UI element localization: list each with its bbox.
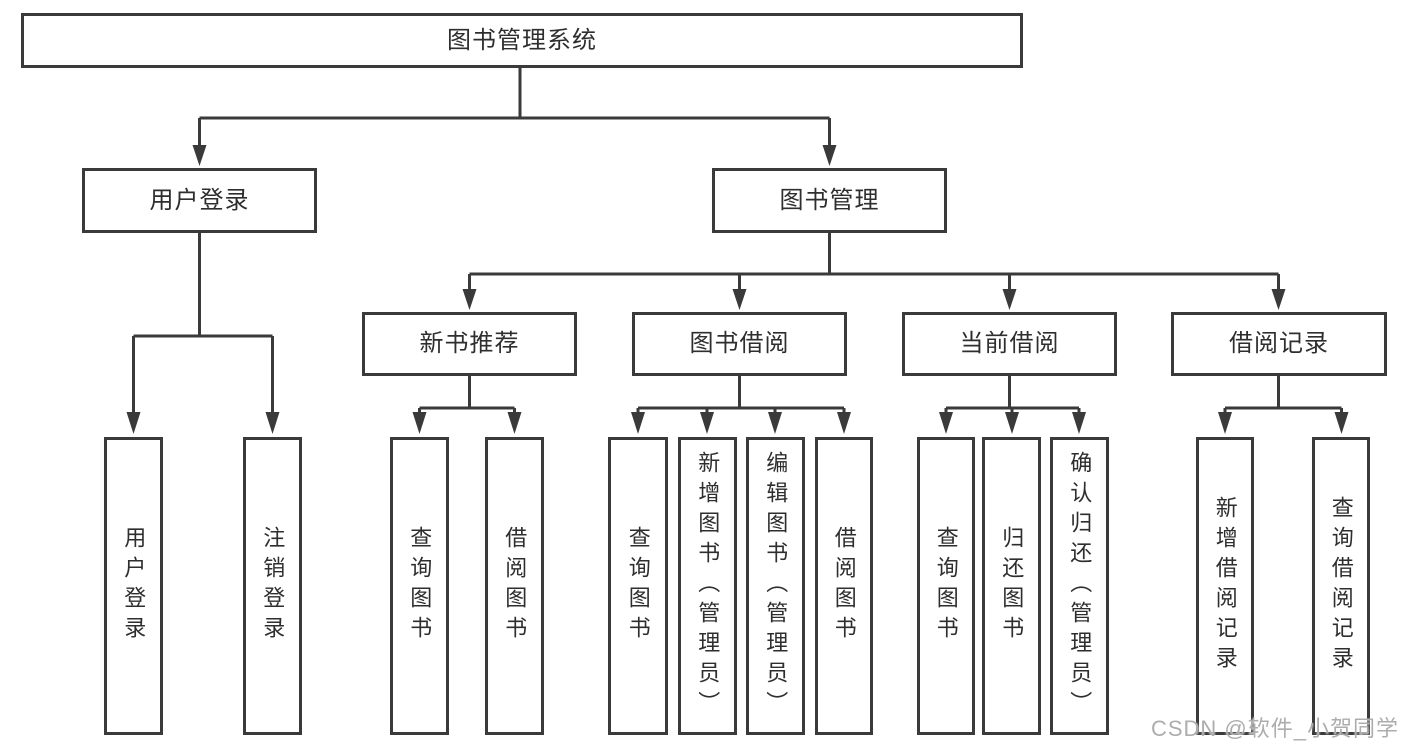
leaf-query-books-current: 查询图书 xyxy=(917,437,975,735)
arrowhead xyxy=(1218,412,1232,434)
node-user-login-module: 用户登录 xyxy=(82,168,317,233)
arrowhead xyxy=(126,412,141,434)
arrowhead xyxy=(1005,412,1019,434)
leaf-add-books-admin: 新增图书（管理员） xyxy=(678,437,737,735)
arrowhead xyxy=(732,289,747,310)
leaf-edit-books-admin: 编辑图书（管理员） xyxy=(746,437,805,735)
leaf-borrow-books-recommend: 借阅图书 xyxy=(485,437,544,735)
arrowhead xyxy=(507,412,522,434)
leaf-borrow-books: 借阅图书 xyxy=(815,437,873,735)
leaf-query-borrow-record: 查询借阅记录 xyxy=(1312,437,1370,735)
arrowhead xyxy=(939,412,953,434)
arrowhead xyxy=(1334,412,1349,434)
arrowhead xyxy=(1271,289,1286,310)
arrowhead xyxy=(462,289,477,310)
arrowhead xyxy=(1072,412,1086,434)
arrowhead xyxy=(1002,289,1017,310)
leaf-return-books: 归还图书 xyxy=(982,437,1041,735)
arrowhead xyxy=(768,412,782,434)
node-book-management-module: 图书管理 xyxy=(712,168,947,233)
node-borrowing-records: 借阅记录 xyxy=(1171,312,1387,376)
arrowhead xyxy=(265,412,280,434)
node-current-borrowing: 当前借阅 xyxy=(902,312,1117,376)
arrowhead xyxy=(412,412,427,434)
node-root-system: 图书管理系统 xyxy=(21,13,1023,68)
leaf-add-borrow-record: 新增借阅记录 xyxy=(1196,437,1254,735)
leaf-query-books-borrowing: 查询图书 xyxy=(608,437,668,735)
leaf-logout: 注销登录 xyxy=(243,437,302,735)
node-new-book-recommendation: 新书推荐 xyxy=(362,312,577,376)
arrowhead xyxy=(837,412,851,434)
node-book-borrowing: 图书借阅 xyxy=(632,312,847,376)
csdn-watermark: CSDN @软件_小贺同学 xyxy=(1150,716,1399,741)
arrowhead xyxy=(192,145,207,166)
leaf-confirm-return-admin: 确认归还（管理员） xyxy=(1050,437,1109,735)
arrowhead xyxy=(700,412,714,434)
arrowhead xyxy=(631,412,645,434)
arrowhead xyxy=(822,145,837,166)
leaf-user-login: 用户登录 xyxy=(104,437,163,735)
leaf-query-books-recommend: 查询图书 xyxy=(390,437,449,735)
